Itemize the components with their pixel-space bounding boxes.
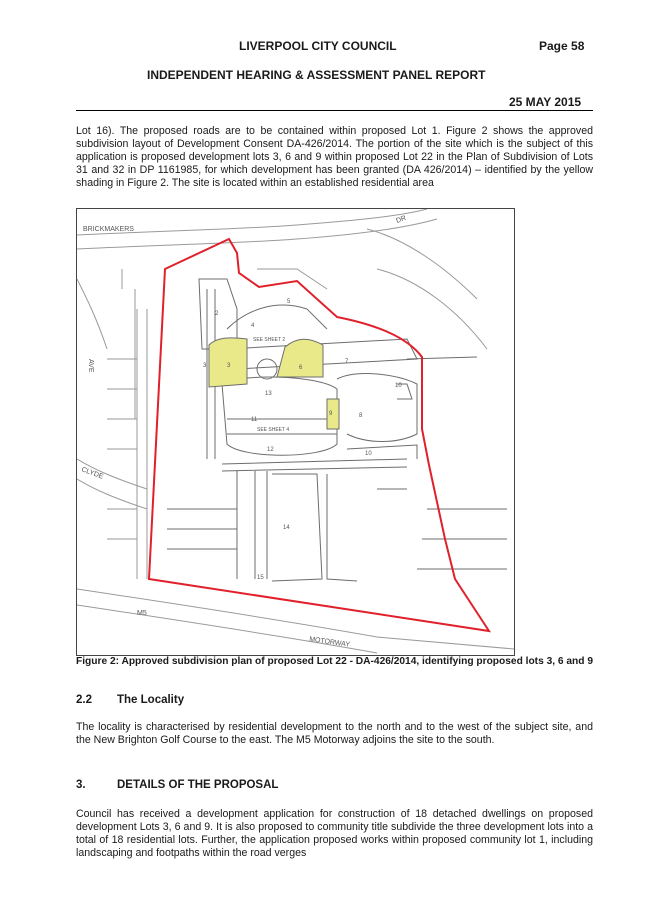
see-sheet-label: SEE SHEET 4 — [257, 427, 289, 433]
lot-numbers: 2 3 4 5 3 6 7 10 13 9 8 11 12 10 14 15 — [203, 299, 402, 581]
lot-label: 15 — [257, 575, 264, 581]
lot-label: 13 — [265, 391, 272, 397]
lot-3-highlight — [208, 337, 248, 388]
lot-label: 14 — [283, 525, 290, 531]
lot-9-highlight — [326, 398, 340, 430]
lot-label: 2 — [215, 311, 219, 317]
motorway-label: MOTORWAY — [309, 636, 351, 649]
see-sheet-label: SEE SHEET 2 — [253, 337, 285, 343]
lot-label: 9 — [329, 411, 333, 417]
street-labels: BRICKMAKERS DR AVE CLYDE M5 MOTORWAY — [80, 215, 407, 649]
lot-label: 4 — [251, 323, 255, 329]
section-3-number: 3. — [76, 779, 86, 791]
council-name: LIVERPOOL CITY COUNCIL — [239, 39, 397, 53]
figure-caption: Figure 2: Approved subdivision plan of p… — [76, 656, 593, 667]
lot-label: 3 — [203, 363, 207, 369]
lot-label: 3 — [227, 363, 231, 369]
subdivision-plan-figure: 2 3 4 5 3 6 7 10 13 9 8 11 12 10 14 15 S… — [76, 208, 515, 656]
lot-6-highlight — [276, 338, 324, 378]
dr-label: DR — [395, 215, 407, 225]
header-divider — [76, 110, 593, 111]
lot-label: 7 — [345, 359, 349, 365]
intro-paragraph: Lot 16). The proposed roads are to be co… — [76, 125, 593, 189]
site-boundary — [147, 237, 492, 633]
internal-lot-lines — [167, 278, 507, 582]
lot-label: 10 — [395, 383, 402, 389]
lot-label: 5 — [287, 299, 291, 305]
locality-paragraph: The locality is characterised by residen… — [76, 721, 593, 746]
lot-label: 12 — [267, 447, 274, 453]
report-title: INDEPENDENT HEARING & ASSESSMENT PANEL R… — [147, 68, 486, 82]
proposal-paragraph: Council has received a development appli… — [76, 808, 593, 859]
clyde-label: CLYDE — [80, 466, 104, 480]
section-2-2-number: 2.2 — [76, 694, 92, 706]
sheet-refs: SEE SHEET 2 SEE SHEET 4 — [253, 337, 289, 433]
ave-label: AVE — [87, 359, 94, 373]
lot-label: 11 — [251, 417, 258, 423]
subdivision-plan-drawing: 2 3 4 5 3 6 7 10 13 9 8 11 12 10 14 15 S… — [77, 209, 514, 654]
report-date: 25 MAY 2015 — [509, 95, 582, 109]
lot-label: 10 — [365, 451, 372, 457]
brickmakers-label: BRICKMAKERS — [83, 226, 134, 233]
section-3-title: DETAILS OF THE PROPOSAL — [117, 779, 279, 791]
section-2-2-title: The Locality — [117, 694, 185, 706]
context-lines — [77, 209, 514, 654]
lot-label: 8 — [359, 413, 363, 419]
m5-label: M5 — [137, 610, 147, 617]
page-number: Page 58 — [539, 39, 585, 53]
lot-label: 6 — [299, 365, 303, 371]
highlighted-lots — [208, 337, 340, 430]
